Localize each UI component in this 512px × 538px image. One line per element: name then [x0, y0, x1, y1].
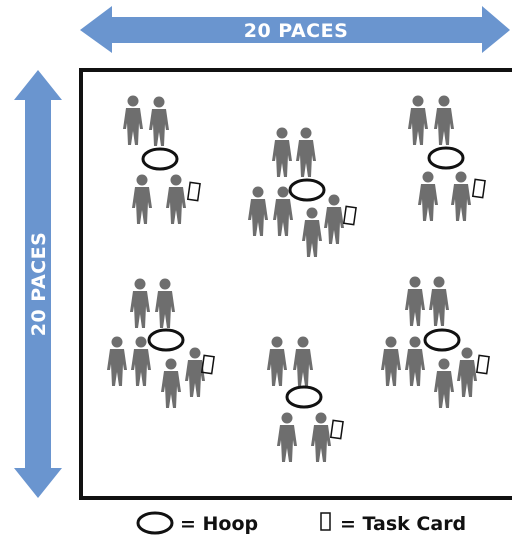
legend-task-card-icon [320, 512, 331, 531]
task-card-icon [342, 205, 357, 226]
station-group-bottom-right [381, 276, 490, 408]
student-figure [429, 276, 449, 326]
station-group-top-left [123, 95, 201, 224]
playing-area-boundary [79, 68, 512, 500]
legend-hoop-label: = Hoop [180, 513, 258, 535]
task-card-icon [200, 354, 215, 375]
legend: = Hoop = Task Card [136, 511, 466, 535]
hoop-icon [423, 328, 461, 352]
student-figure [155, 278, 175, 328]
task-card-icon [329, 419, 344, 440]
student-figure [132, 174, 152, 224]
task-card-icon [475, 354, 490, 375]
student-figure [267, 336, 287, 386]
student-figure [272, 127, 292, 177]
horizontal-arrow-shape [80, 6, 510, 53]
student-figure [107, 336, 127, 386]
station-group-top-right [408, 95, 486, 221]
hoop-icon [427, 146, 465, 170]
student-figure [418, 171, 438, 221]
vertical-arrow-shape [14, 70, 62, 498]
student-figure [434, 95, 454, 145]
student-figure [248, 186, 268, 236]
hoop-icon [141, 147, 179, 171]
legend-hoop-icon [136, 511, 174, 535]
student-figure [131, 336, 151, 386]
task-card-icon [186, 181, 201, 202]
student-figure [451, 171, 471, 221]
student-figure [381, 336, 401, 386]
hoop-icon [147, 328, 185, 352]
task-card-icon [471, 178, 486, 199]
station-group-top-center [248, 127, 357, 257]
hoop-icon [285, 385, 323, 409]
horizontal-paces-arrow: 20 PACES [80, 6, 510, 53]
student-figure [324, 194, 344, 244]
student-figure [457, 347, 477, 397]
student-figure [405, 276, 425, 326]
student-figure [123, 95, 143, 145]
horizontal-arrow-label: 20 PACES [244, 20, 349, 42]
student-figure [302, 207, 322, 257]
student-figure [277, 412, 297, 462]
vertical-paces-arrow: 20 PACES [14, 70, 62, 498]
legend-task-card-label: = Task Card [340, 513, 466, 535]
student-figure [405, 336, 425, 386]
figures-layer [107, 95, 490, 462]
station-group-bottom-center [267, 336, 344, 462]
student-figure [166, 174, 186, 224]
student-figure [293, 336, 313, 386]
student-figure [130, 278, 150, 328]
student-figure [273, 186, 293, 236]
student-figure [185, 347, 205, 397]
student-figure [149, 96, 169, 146]
station-group-bottom-left [107, 278, 215, 408]
vertical-arrow-label: 20 PACES [28, 232, 50, 337]
student-figure [296, 127, 316, 177]
hoop-icon [288, 178, 326, 202]
student-figure [408, 95, 428, 145]
student-figure [434, 358, 454, 408]
student-figure [161, 358, 181, 408]
student-figure [311, 412, 331, 462]
